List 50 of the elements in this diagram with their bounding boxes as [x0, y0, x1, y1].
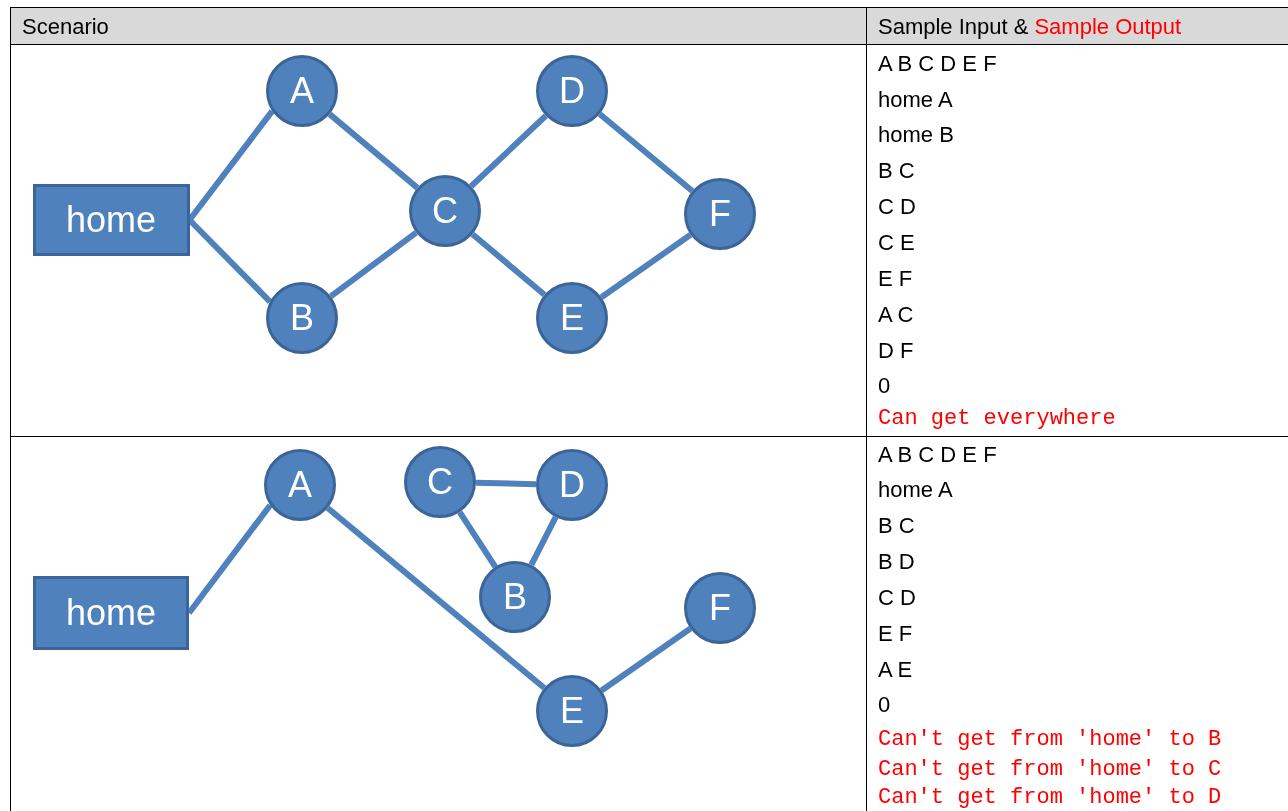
- input-line: 0: [878, 373, 891, 399]
- output-line: Can't get from 'home' to D: [878, 785, 1222, 811]
- connector-line: [329, 230, 418, 299]
- circle-node: F: [684, 178, 756, 250]
- circle-node: D: [536, 55, 608, 127]
- circle-node: E: [536, 282, 608, 354]
- column-header: Scenario: [22, 14, 109, 40]
- rectangle-node: home: [32, 184, 190, 256]
- circle-node: A: [266, 55, 338, 127]
- input-line: C D: [878, 585, 916, 611]
- input-line: home A: [878, 477, 953, 503]
- connector-line: [599, 232, 693, 300]
- connector-line: [457, 510, 498, 569]
- output-line: Can't get from 'home' to C: [878, 757, 1222, 783]
- circle-node: B: [479, 561, 551, 633]
- output-line: Can't get from 'home' to B: [878, 727, 1222, 753]
- input-line: C E: [878, 230, 915, 256]
- input-line: B C: [878, 513, 915, 539]
- connector-line: [470, 231, 547, 298]
- circle-node: D: [536, 449, 608, 521]
- input-line: B D: [878, 549, 915, 575]
- input-line: 0: [878, 692, 891, 718]
- output-line: Can get everywhere: [878, 406, 1116, 432]
- circle-node: F: [684, 572, 756, 644]
- circle-node: E: [536, 675, 608, 747]
- connector-line: [469, 113, 548, 189]
- circle-node: C: [404, 446, 476, 518]
- rectangle-node: home: [33, 576, 189, 650]
- input-line: A B C D E F: [878, 442, 997, 468]
- column-header: Sample Output: [1034, 14, 1182, 40]
- column-header: Sample Input &: [878, 14, 1029, 40]
- circle-node: C: [409, 175, 481, 247]
- connector-line: [599, 626, 693, 693]
- circle-node: A: [264, 449, 336, 521]
- connector-line: [528, 515, 559, 567]
- input-line: D F: [878, 338, 914, 364]
- connector-line: [327, 111, 420, 191]
- input-line: home A: [878, 87, 953, 113]
- input-line: C D: [878, 194, 916, 220]
- input-line: A E: [878, 657, 913, 683]
- input-line: B C: [878, 158, 915, 184]
- circle-node: B: [266, 282, 338, 354]
- input-line: E F: [878, 266, 913, 292]
- input-line: A C: [878, 302, 914, 328]
- connector-line: [325, 505, 547, 691]
- input-line: A B C D E F: [878, 51, 997, 77]
- input-line: home B: [878, 122, 954, 148]
- connector-line: [475, 479, 537, 488]
- connector-line: [597, 111, 695, 194]
- input-line: E F: [878, 621, 913, 647]
